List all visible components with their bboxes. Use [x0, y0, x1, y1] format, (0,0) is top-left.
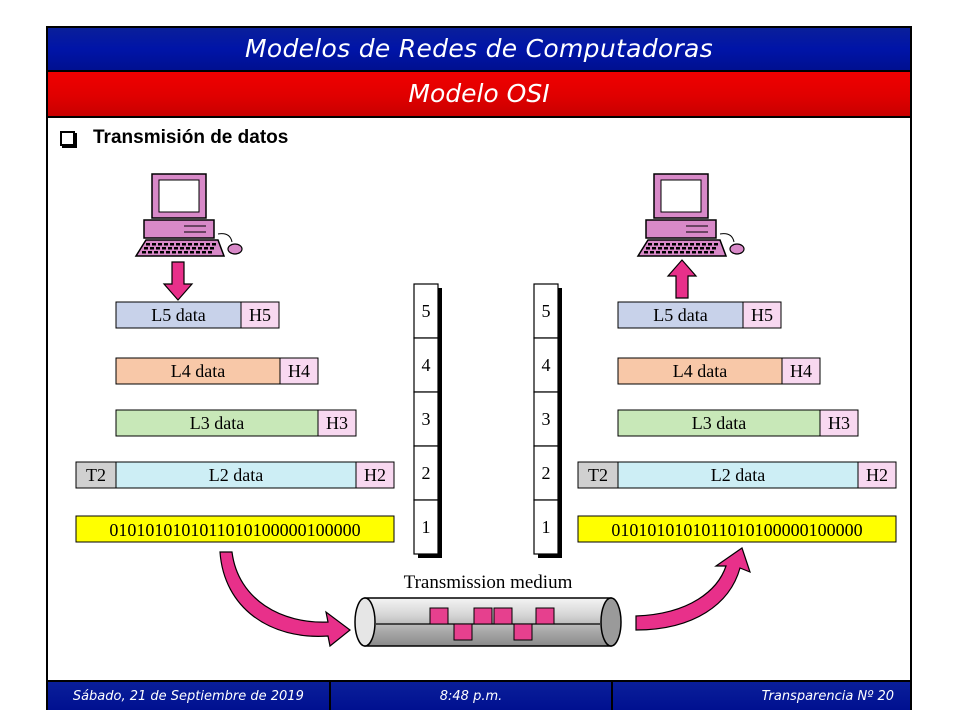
layer-header-box: [355, 461, 395, 489]
layer-column-left: 5 4 3 2 1: [413, 283, 442, 558]
layer-number: 2: [542, 463, 551, 483]
layer-header-box: [781, 357, 821, 385]
bitstream-label: 0101010101011010100000100000: [109, 520, 360, 540]
layer-cell: [533, 337, 559, 393]
bitstream-box: [577, 515, 897, 543]
layer-header-box: [279, 357, 319, 385]
footer-bar: Sábado, 21 de Septiembre de 2019 8:48 p.…: [48, 680, 910, 710]
curved-arrow-from-medium-icon: [635, 547, 751, 631]
layer-header-box: [240, 301, 280, 329]
layer-header-label: H5: [249, 305, 271, 325]
layer-number: 3: [542, 409, 551, 429]
curved-arrow-to-medium-icon: [219, 551, 351, 648]
layer-number: 5: [542, 301, 551, 321]
layer-header-box: [819, 409, 859, 437]
layer-data-label: L3 data: [190, 413, 244, 433]
layer-column-right: 5 4 3 2 1: [533, 283, 562, 558]
layer-header-label: H4: [790, 361, 812, 381]
layer-number: 4: [542, 355, 551, 375]
layer-data-box: [115, 409, 319, 437]
layer-number: 2: [422, 463, 431, 483]
layer-cell: [533, 391, 559, 447]
layer-cell: [533, 499, 559, 555]
checkbox-bullet-icon: [60, 130, 75, 146]
layer-data-box: [115, 461, 357, 489]
up-arrow-icon: [666, 259, 698, 299]
layer-data-box: [115, 357, 281, 385]
bitstream-label: 0101010101011010100000100000: [611, 520, 862, 540]
bullet-text: Transmisión de datos: [93, 127, 289, 148]
layer-data-box: [617, 357, 783, 385]
layer-number: 3: [422, 409, 431, 429]
layer-header-label: H3: [326, 413, 348, 433]
layer-cell: [413, 445, 439, 501]
layer-header-box: [742, 301, 782, 329]
receiver-encapsulation-stack: L5 data H5 L4 data H4 L3 data H3 L2 data H2 T2 01…: [577, 301, 897, 543]
layer-header-label: H2: [364, 465, 386, 485]
layer-data-label: L3 data: [692, 413, 746, 433]
layer-data-label: L2 data: [209, 465, 263, 485]
layer-trailer-label: T2: [86, 465, 106, 485]
layer-data-box: [617, 461, 859, 489]
layer-header-label: H2: [866, 465, 888, 485]
layer-number: 1: [542, 517, 551, 537]
bullet-item: Transmisión de datos: [60, 126, 288, 150]
layer-number: 5: [422, 301, 431, 321]
layer-header-box: [857, 461, 897, 489]
layer-header-label: H3: [828, 413, 850, 433]
layer-number: 1: [422, 517, 431, 537]
layer-data-label: L2 data: [711, 465, 765, 485]
layer-cell: [533, 283, 559, 339]
layer-cell: [413, 499, 439, 555]
sender-encapsulation-stack: L5 data H5 L4 data H4 L3 data H3 L2 data H2 T2 01…: [75, 301, 395, 543]
layer-data-box: [617, 409, 821, 437]
signal-waveform: [376, 607, 600, 641]
bitstream-box: [75, 515, 395, 543]
layer-data-label: L5 data: [151, 305, 205, 325]
layer-header-box: [317, 409, 357, 437]
footer-date: Sábado, 21 de Septiembre de 2019: [48, 682, 331, 710]
slide-title: Modelos de Redes de Computadoras: [48, 28, 910, 72]
sender-computer-icon: [134, 173, 243, 257]
footer-slide-number: Transparencia Nº 20: [761, 688, 895, 704]
layer-header-label: H5: [751, 305, 773, 325]
layer-trailer-box: [75, 461, 117, 489]
layer-header-label: H4: [288, 361, 310, 381]
layer-number: 4: [422, 355, 431, 375]
footer-time: 8:48 p.m.: [331, 682, 614, 710]
down-arrow-icon: [162, 261, 194, 301]
medium-label: Transmission medium: [404, 572, 573, 593]
layer-trailer-box: [577, 461, 619, 489]
layer-data-label: L4 data: [171, 361, 225, 381]
layer-data-label: L4 data: [673, 361, 727, 381]
receiver-computer-icon: [636, 173, 745, 257]
layer-cell: [413, 391, 439, 447]
layer-cell: [413, 337, 439, 393]
layer-data-label: L5 data: [653, 305, 707, 325]
slide-subtitle: Modelo OSI: [48, 72, 910, 118]
layer-trailer-label: T2: [588, 465, 608, 485]
